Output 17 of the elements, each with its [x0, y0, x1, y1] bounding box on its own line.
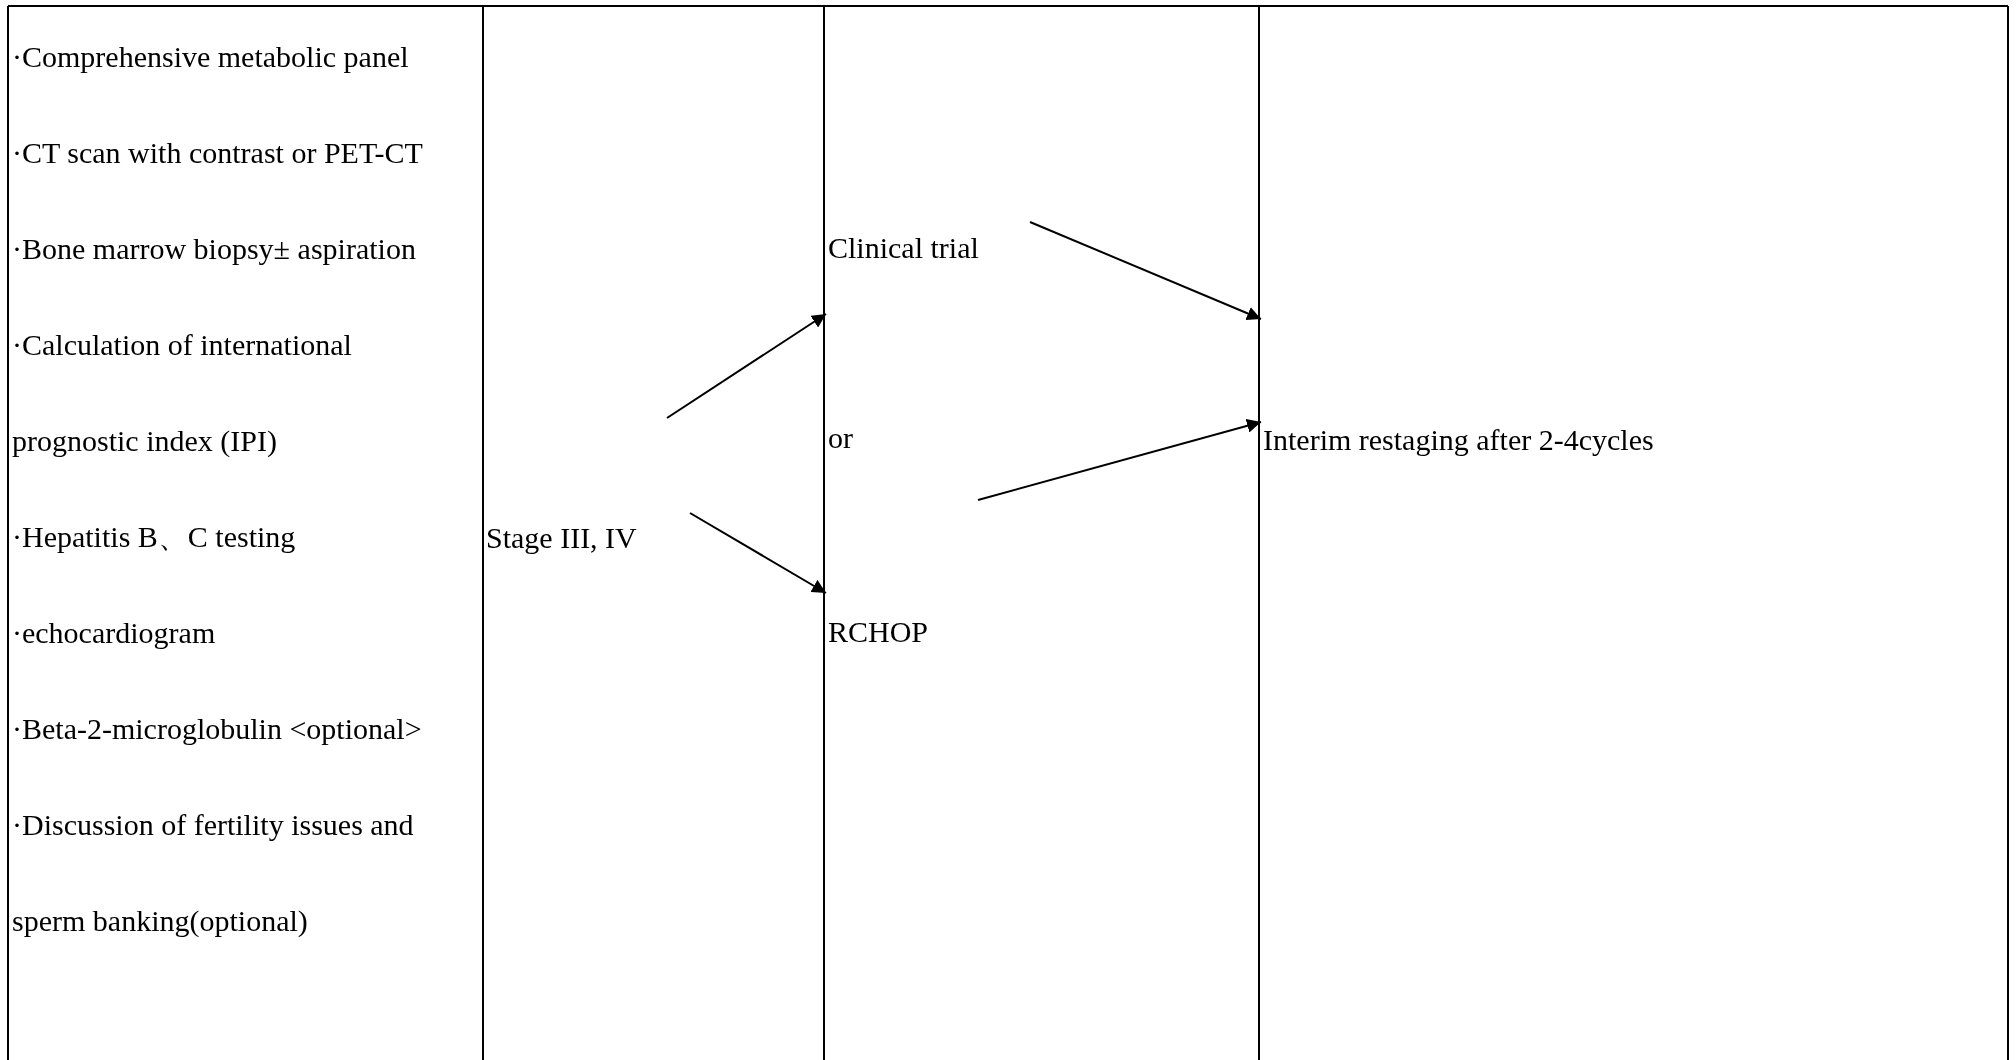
option-text: RCHOP — [828, 500, 978, 650]
list-item: ·Comprehensive metabolic panel — [12, 39, 410, 75]
arrow — [977, 418, 1262, 501]
option-text: Clinical trial — [828, 222, 1030, 318]
step-text: Interim restaging after 2-4cycles — [1263, 316, 1823, 458]
list-item: ·Discussion of fertility issues and sperm banking(optional) — [12, 807, 415, 939]
list-item: ·Calculation of international prognostic index (IPI) — [12, 327, 353, 459]
arrow — [1029, 221, 1262, 321]
list-item: ·echocardiogram — [12, 615, 217, 651]
stage-text: Stage III, IV — [486, 418, 690, 556]
list-item: ·CT scan with contrast or PET-CT — [12, 135, 424, 171]
list-item: ·Bone marrow biopsy± aspiration — [12, 231, 417, 267]
list-item: ·Beta-2-microglobulin <optional> — [12, 711, 423, 747]
list-item: ·Hepatitis B、C testing — [12, 519, 297, 555]
arrow — [689, 512, 827, 594]
arrow — [666, 313, 827, 419]
connector-word: or — [828, 420, 853, 456]
